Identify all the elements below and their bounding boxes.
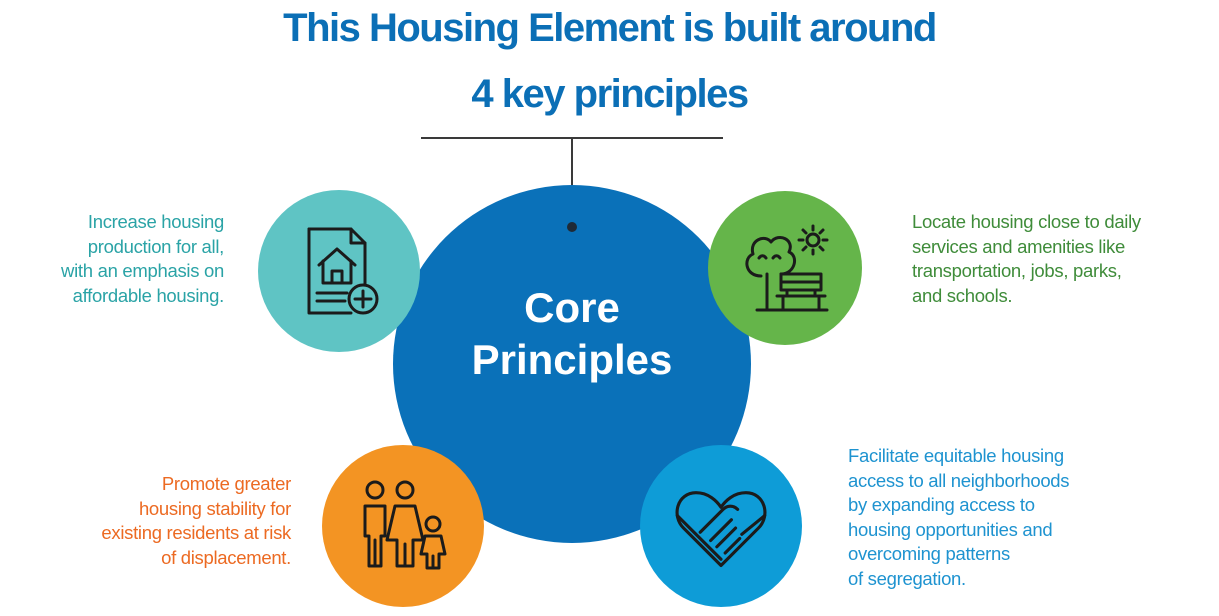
principle-equitable-access-text: Facilitate equitable housing access to a… (848, 444, 1148, 591)
principle-text-line: with an emphasis on (61, 260, 224, 281)
principle-text-line: services and amenities like (912, 235, 1125, 257)
principle-amenities-text: Locate housing close to daily services a… (912, 210, 1219, 308)
park-bench-tree-sun-icon (735, 218, 835, 318)
principle-stability-text: Promote greater housing stability for ex… (0, 472, 291, 570)
principle-housing-production-text: Increase housing production for all, wit… (0, 210, 224, 308)
principle-text-line: Locate housing close to daily (912, 211, 1141, 232)
principle-text-line: existing residents at risk (101, 522, 291, 543)
principle-text-line: housing opportunities and (848, 518, 1053, 540)
house-document-plus-icon (289, 221, 389, 321)
title-line-2: 4 key principles (471, 72, 749, 116)
principle-text-line: and schools. (912, 284, 1013, 306)
principle-text-line: housing stability for (138, 497, 291, 519)
principle-text-line: Promote greater (161, 473, 291, 494)
principle-text-line: Increase housing (87, 211, 224, 232)
principle-text-line: affordable housing. (72, 284, 225, 306)
principle-text-line: transportation, jobs, parks, (912, 260, 1122, 281)
principle-equitable-access-circle (640, 445, 802, 607)
title-line-1: This Housing Element is built around (283, 6, 937, 50)
principle-text-line: of displacement. (161, 546, 291, 568)
connector-vertical-line (571, 138, 573, 226)
heart-handshake-icon (669, 474, 773, 578)
principle-text-line: by expanding access to (848, 494, 1035, 515)
principle-text-line: production for all, (87, 235, 225, 257)
core-label-line-1: Core (524, 284, 620, 331)
core-label-line-2: Principles (471, 336, 673, 383)
family-icon (353, 476, 453, 576)
principle-text-line: overcoming patterns (848, 543, 1010, 564)
principle-text-line: Facilitate equitable housing (848, 445, 1064, 466)
principle-amenities-circle (708, 191, 862, 345)
principle-stability-circle (322, 445, 484, 607)
principle-text-line: of segregation. (848, 567, 966, 589)
principle-text-line: access to all neighborhoods (848, 469, 1070, 491)
principle-housing-production-circle (258, 190, 420, 352)
core-label: Core Principles (393, 282, 751, 386)
connector-dot (567, 222, 577, 232)
